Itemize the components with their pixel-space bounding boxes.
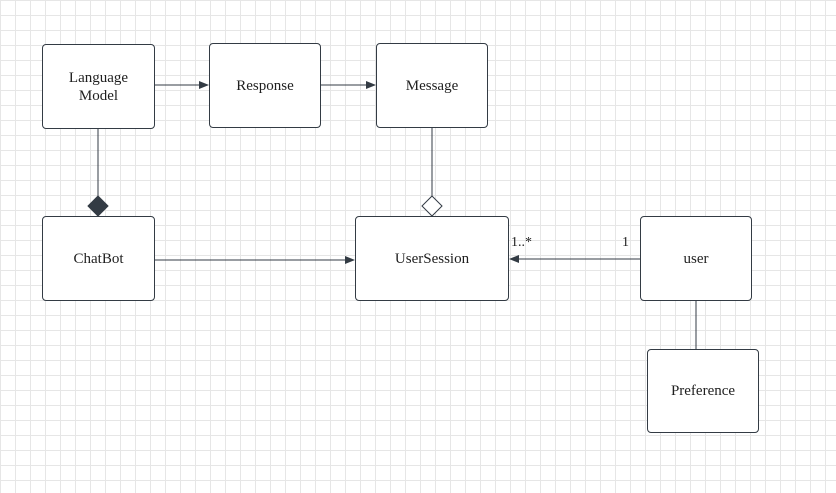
- composition-diamond-icon: [87, 195, 109, 217]
- node-language-model-label: Language Model: [68, 69, 129, 104]
- node-preference-label: Preference: [670, 383, 736, 399]
- multiplicity-session-end: 1..*: [511, 235, 532, 250]
- node-message[interactable]: Message: [376, 43, 488, 128]
- node-chatbot[interactable]: ChatBot: [42, 216, 155, 301]
- multiplicity-user-end: 1: [622, 235, 629, 250]
- node-response[interactable]: Response: [209, 43, 321, 128]
- node-message-label: Message: [405, 77, 459, 94]
- node-language-model[interactable]: Language Model: [42, 44, 155, 129]
- aggregation-diamond-icon: [421, 195, 443, 217]
- node-user[interactable]: user: [640, 216, 752, 301]
- node-preference[interactable]: Preference: [647, 349, 759, 433]
- node-chatbot-label: ChatBot: [73, 250, 124, 267]
- node-response-label: Response: [236, 77, 294, 94]
- node-user-session[interactable]: UserSession: [355, 216, 509, 301]
- node-user-session-label: UserSession: [394, 250, 470, 267]
- node-user-label: user: [683, 250, 709, 267]
